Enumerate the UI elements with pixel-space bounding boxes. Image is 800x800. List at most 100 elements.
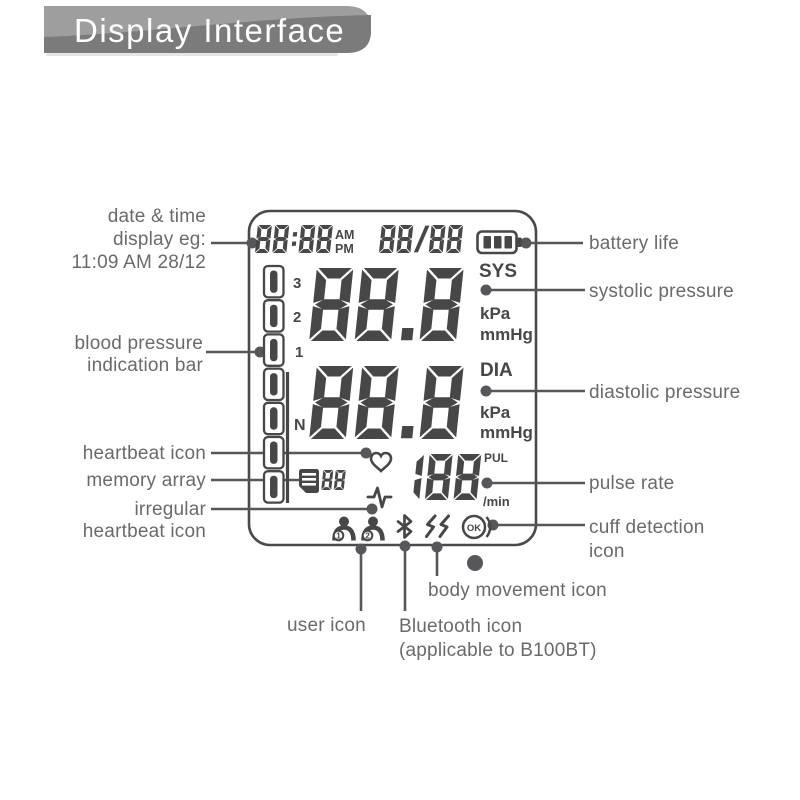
battery-bar-1: [483, 236, 491, 249]
bluetooth-label: Bluetooth icon (applicable to B100BT): [399, 616, 597, 661]
user1-badge-number: 1: [336, 531, 341, 541]
memory-label: memory array: [86, 470, 206, 491]
memory-stripe-1: [302, 473, 316, 476]
diastolic-dot: [480, 385, 492, 397]
heart-icon: [369, 451, 393, 473]
movement-zigzag-2: [438, 514, 450, 538]
pm-label: PM: [335, 242, 354, 256]
time-display: [254, 225, 333, 253]
header-banner: Display Interface: [44, 6, 371, 56]
diastolic-value: [309, 366, 464, 440]
bp-bar-dot: [254, 346, 266, 358]
memory-fold: [299, 486, 306, 493]
banner-shadow: [46, 53, 338, 56]
bp-bar-segment: [262, 367, 285, 402]
bar-label-1: 1: [295, 344, 303, 361]
battery-bar-2: [494, 236, 502, 249]
systolic-dot: [480, 284, 492, 296]
svg-text:(applicable to B100BT): (applicable to B100BT): [399, 640, 597, 661]
irregular-heartbeat-icon: [366, 486, 393, 509]
svg-text:display eg:: display eg:: [113, 229, 206, 250]
battery-nub: [516, 237, 522, 247]
dia-kpa-label: kPa: [480, 403, 511, 422]
heartbeat-label: heartbeat icon: [83, 443, 206, 464]
date-time-label: date & time display eg: 11:09 AM 28/12: [72, 206, 207, 273]
movement-dot: [431, 541, 443, 553]
bp-bar-segment: [262, 333, 285, 367]
bluetooth-dot: [399, 540, 411, 552]
bp-bar-segment: [262, 264, 285, 299]
memory-array-icon: [299, 469, 319, 493]
bp-bar-label: blood pressure indication bar: [75, 333, 204, 376]
svg-text:blood pressure: blood pressure: [75, 333, 204, 354]
ok-cuff-icon: OK: [461, 514, 492, 540]
sys-label: SYS: [479, 261, 517, 282]
heartbeat-dot: [360, 447, 372, 459]
systolic-value: [309, 268, 464, 342]
movement-zigzag-1: [425, 514, 437, 538]
svg-text:Bluetooth icon: Bluetooth icon: [399, 616, 522, 637]
bar-label-3: 3: [293, 275, 301, 292]
battery-icon: [476, 230, 522, 255]
ok-circle: [461, 514, 487, 540]
svg-text:irregular: irregular: [135, 499, 207, 520]
min-label: /min: [483, 494, 510, 509]
battery-bar-3: [504, 236, 512, 249]
date-display: [378, 225, 464, 253]
date-time-dot: [246, 237, 258, 249]
user2-head: [368, 516, 378, 527]
dia-label: DIA: [480, 360, 513, 381]
sys-kpa-label: kPa: [480, 304, 511, 323]
battery-label: battery life: [589, 233, 679, 254]
movement-bullet: [467, 555, 483, 571]
bp-bar-segment: [262, 401, 285, 436]
bp-bar-segment: [262, 299, 285, 333]
connector-lines: [206, 237, 585, 611]
cuff-label: cuff detection icon: [589, 517, 704, 562]
svg-text:icon: icon: [589, 541, 625, 562]
svg-text:date & time: date & time: [108, 206, 206, 227]
sys-mmhg-label: mmHg: [480, 325, 533, 344]
bar-label-2: 2: [293, 309, 301, 326]
memory-stripe-3: [302, 483, 316, 486]
user-label: user icon: [287, 615, 366, 636]
svg-text:11:09 AM 28/12: 11:09 AM 28/12: [72, 252, 207, 273]
ok-text: OK: [467, 523, 481, 534]
irregular-label: irregular heartbeat icon: [83, 499, 207, 542]
bp-bar-segment: [262, 435, 285, 470]
irregular-dot: [366, 503, 378, 515]
bp-indication-bar: [262, 264, 285, 504]
bp-bar-segment: [262, 470, 285, 504]
pulse-dot: [481, 477, 493, 489]
am-label: AM: [335, 228, 354, 242]
user2-icon: 2: [361, 516, 385, 542]
pulse-value: [413, 454, 482, 501]
bar-label-n: N: [294, 417, 306, 434]
dia-mmhg-label: mmHg: [480, 423, 533, 442]
lcd-content: AM PM 3 2 1 N SYS kPa mmHg DIA kPa mmHg: [254, 225, 533, 542]
user1-icon: 1: [332, 516, 356, 542]
user2-badge: [361, 529, 374, 542]
ok-arc: [485, 516, 492, 538]
svg-text:indication bar: indication bar: [87, 355, 203, 376]
svg-text:heartbeat icon: heartbeat icon: [83, 521, 206, 542]
svg-text:cuff detection: cuff detection: [589, 517, 704, 538]
bluetooth-icon: [396, 514, 413, 539]
systolic-label: systolic pressure: [589, 281, 734, 302]
banner-shade: [44, 15, 371, 53]
memory-value: [321, 470, 346, 490]
battery-dot: [520, 237, 532, 249]
user-dot: [355, 543, 367, 555]
callout-labels: date & time display eg: 11:09 AM 28/12 b…: [72, 206, 741, 661]
memory-stripe-2: [302, 478, 316, 481]
body-movement-icon: [425, 514, 450, 538]
user2-badge-number: 2: [365, 531, 370, 541]
diastolic-label: diastolic pressure: [589, 382, 740, 403]
page-title: Display Interface: [74, 12, 345, 49]
user1-badge: [332, 529, 345, 542]
pulse-label: pulse rate: [589, 473, 674, 494]
body-movement-label: body movement icon: [428, 580, 607, 601]
user1-head: [339, 516, 349, 527]
